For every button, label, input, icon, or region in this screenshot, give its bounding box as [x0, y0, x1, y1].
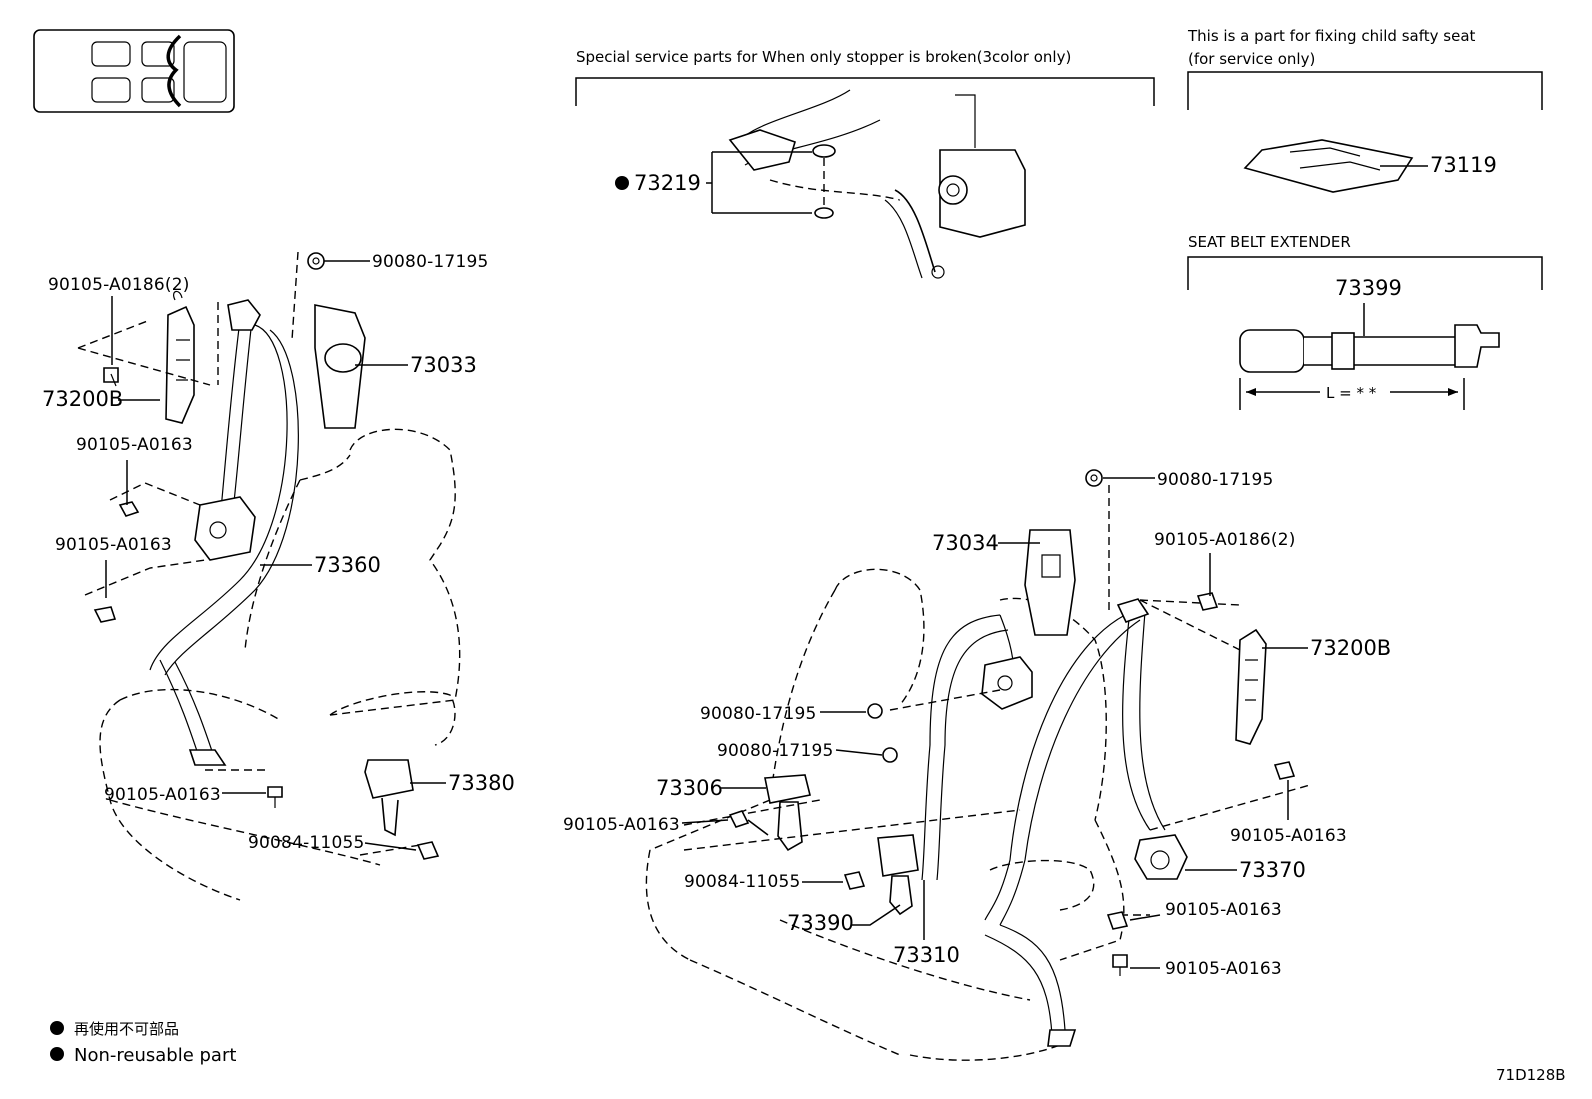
bolt-icon: [728, 469, 1296, 976]
legend-japanese: 再使用不可部品: [74, 1020, 179, 1038]
part-label-right-90080-17195-a: 90080-17195: [700, 704, 817, 724]
bolt-icon: [93, 252, 440, 860]
non-reusable-dot-icon: [50, 1047, 64, 1061]
legend-english: Non-reusable part: [74, 1045, 236, 1066]
part-label-right-90084-11055: 90084-11055: [684, 872, 801, 892]
part-label-73119: 73119: [1430, 153, 1497, 177]
child-seat-header-line1: This is a part for fixing child safty se…: [1187, 27, 1476, 45]
part-label-right-73200b: 73200B: [1310, 636, 1391, 660]
special-service-header: Special service parts for When only stop…: [576, 48, 1071, 66]
part-label-right-73306: 73306: [656, 776, 723, 800]
part-label-right-90105-a0186: 90105-A0186(2): [1154, 530, 1296, 550]
part-label-right-73310: 73310: [893, 943, 960, 967]
extender-header: SEAT BELT EXTENDER: [1188, 233, 1351, 251]
diagram-code: 71D128B: [1496, 1066, 1566, 1084]
part-label-73219: 73219: [634, 171, 701, 195]
part-label-left-73360: 73360: [314, 553, 381, 577]
part-label-right-90080-17195-top: 90080-17195: [1157, 470, 1274, 490]
part-label-left-90105-a0163-3: 90105-A0163: [104, 785, 221, 805]
part-label-73399: 73399: [1335, 276, 1402, 300]
child-seat-section: This is a part for fixing child safty se…: [1187, 27, 1543, 193]
right-seat-assembly: 90080-17195 73034 90105-A0186(2) 73200B …: [563, 469, 1391, 1061]
special-service-section: Special service parts for When only stop…: [575, 48, 1155, 279]
vehicle-locator-icon: [33, 29, 235, 113]
extender-length-label: L = * *: [1326, 384, 1377, 402]
part-label-left-90105-a0186: 90105-A0186(2): [48, 275, 190, 295]
seat-belt-extender-section: SEAT BELT EXTENDER 73399 L = * *: [1187, 233, 1543, 410]
part-label-left-90084-11055: 90084-11055: [248, 833, 365, 853]
part-label-right-73390: 73390: [787, 911, 854, 935]
part-label-right-90105-a0163-l: 90105-A0163: [563, 815, 680, 835]
part-label-right-73034: 73034: [932, 531, 999, 555]
part-label-left-73380: 73380: [448, 771, 515, 795]
part-label-left-73200b: 73200B: [42, 387, 123, 411]
part-label-right-90105-a0163-r1: 90105-A0163: [1230, 826, 1347, 846]
part-label-left-90105-a0163-1: 90105-A0163: [76, 435, 193, 455]
child-seat-header-line2: (for service only): [1188, 50, 1315, 68]
part-label-left-90080-17195: 90080-17195: [372, 252, 489, 272]
part-label-right-90105-a0163-r3: 90105-A0163: [1165, 959, 1282, 979]
non-reusable-dot-icon: [615, 176, 629, 190]
legend: 再使用不可部品 Non-reusable part: [50, 1020, 236, 1066]
part-label-right-73370: 73370: [1239, 858, 1306, 882]
part-label-right-90105-a0163-r2: 90105-A0163: [1165, 900, 1282, 920]
left-seat-assembly: 90080-17195 90105-A0186(2) 73200B 73033 …: [42, 251, 515, 901]
part-label-left-73033: 73033: [410, 353, 477, 377]
part-label-left-90105-a0163-2: 90105-A0163: [55, 535, 172, 555]
non-reusable-dot-icon: [50, 1021, 64, 1035]
part-label-right-90080-17195-b: 90080-17195: [717, 741, 834, 761]
